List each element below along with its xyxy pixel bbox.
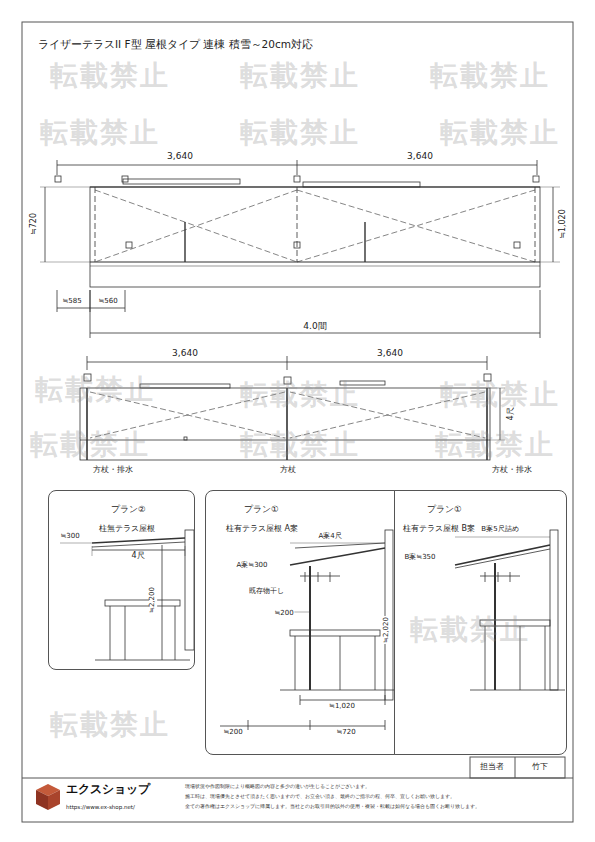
plan-panel: プラン① 柱有テラス屋根 B案 — [394, 490, 567, 755]
plan-heading: プラン① — [427, 504, 462, 515]
dimension-label: ≒720 — [30, 212, 39, 236]
watermark: 転載禁止 — [410, 615, 530, 646]
watermark: 転載禁止 — [430, 61, 550, 92]
sheet-title: ライザーテラスII F型 屋根タイプ 連棟 積雪～20cm対応 — [38, 39, 313, 51]
dimension-label: 3,640 — [171, 349, 199, 359]
notice-text: 施工時は、現場優先とさせて頂きたく思いますので、お立会い頂き、最終のご指示の程、… — [185, 794, 455, 800]
notice-text: 全ての著作権はエクスショップに帰属します。当社とのお取引目的以外の使用・複製・転… — [185, 804, 480, 810]
watermark: 転載禁止 — [240, 118, 360, 149]
watermark: 転載禁止 — [30, 430, 150, 461]
plan-panel: プラン① 柱有テラス屋根 A案 — [205, 490, 395, 755]
watermark: 転載禁止 — [50, 710, 170, 741]
part-label: 方杖・排水 — [492, 466, 532, 475]
watermark: 転載禁止 — [240, 430, 360, 461]
dimension-label: ≒1,020 — [559, 208, 568, 240]
dimension-label: ≒2,200 — [149, 586, 157, 614]
dimension-label: ≒200 — [273, 610, 294, 618]
dimension-label: B案5尺詰め — [480, 526, 519, 534]
table-cell: 担当者 — [480, 763, 504, 772]
part-label: 方杖 — [280, 466, 296, 475]
dimension-label: 4尺 — [507, 406, 516, 421]
watermark: 転載禁止 — [240, 380, 360, 411]
plan-heading: プラン① — [244, 504, 279, 515]
plan-subtitle: 柱無テラス屋根 — [99, 524, 155, 534]
dimension-label: ≒585 — [61, 298, 82, 306]
dimension-label: ≒1,020 — [328, 703, 356, 711]
company-logo: エクスショップ — [66, 783, 150, 796]
dimension-label: ≒200 — [222, 729, 243, 737]
dimension-label: ≒560 — [97, 298, 118, 306]
watermark: 転載禁止 — [35, 375, 155, 406]
plan-panel: プラン② 柱無テラス屋根 — [48, 490, 195, 670]
dimension-label: 4尺 — [130, 552, 145, 561]
part-label: 方杖・排水 — [93, 466, 133, 475]
watermark: 転載禁止 — [50, 61, 170, 92]
watermark: 転載禁止 — [40, 118, 160, 149]
logo-icon — [36, 784, 60, 810]
table-cell: 竹下 — [532, 763, 548, 772]
dimension-label: ≒300 — [59, 533, 80, 541]
dimension-label: A案4尺 — [317, 533, 342, 541]
watermark: 転載禁止 — [440, 380, 560, 411]
dimension-label: 3,640 — [376, 349, 404, 359]
dimension-label: B案≒350 — [403, 554, 436, 562]
watermark: 転載禁止 — [440, 118, 560, 149]
dimension-label: ≒720 — [335, 729, 356, 737]
company-url: https://www.ex-shop.net/ — [66, 804, 135, 810]
dimension-label: A案≒300 — [235, 562, 268, 570]
plan-heading: プラン② — [111, 504, 146, 515]
part-label: 既存物干し — [249, 588, 284, 596]
plan-subtitle: 柱有テラス屋根 A案 — [226, 524, 298, 534]
watermark: 転載禁止 — [435, 430, 555, 461]
notice-text: 現場状況や作図制限により概略図の内容と多少の違いが生じることがございます。 — [185, 784, 370, 790]
dimension-label: 4.0間 — [302, 322, 327, 332]
dimension-label: ≒2,020 — [383, 616, 391, 644]
plan-subtitle: 柱有テラス屋根 B案 — [403, 524, 475, 534]
dimension-label: 3,640 — [406, 152, 434, 162]
watermark: 転載禁止 — [240, 61, 360, 92]
dimension-label: 3,640 — [166, 152, 194, 162]
